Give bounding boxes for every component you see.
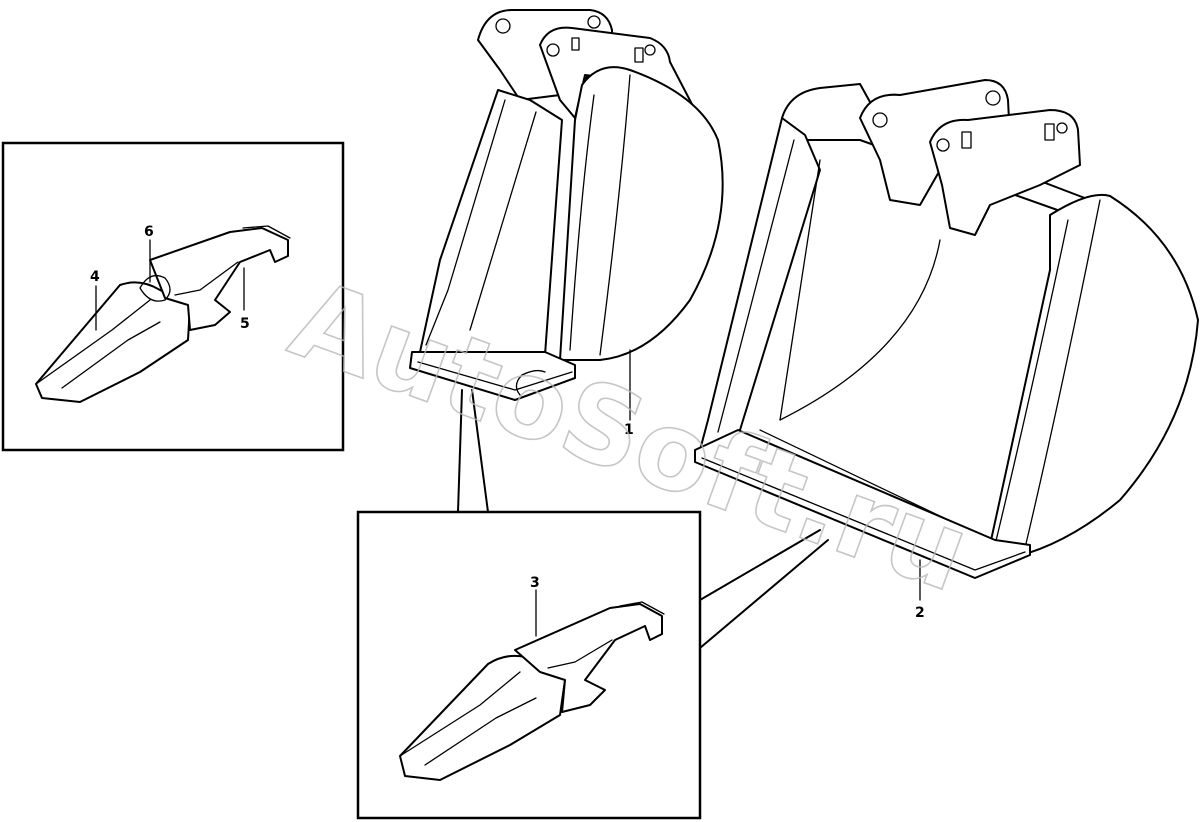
callout-6: 6 [144,224,154,240]
callout-4: 4 [90,269,100,285]
callout-1: 1 [624,422,634,438]
tooth-detail-box [1,141,345,452]
callout-2: 2 [915,605,925,621]
narrow-bucket [409,9,724,401]
wide-bucket [694,79,1199,579]
tooth-assembly-box [356,389,829,820]
callout-leaders [95,239,921,637]
callout-5: 5 [240,316,250,332]
callout-3: 3 [530,575,540,591]
